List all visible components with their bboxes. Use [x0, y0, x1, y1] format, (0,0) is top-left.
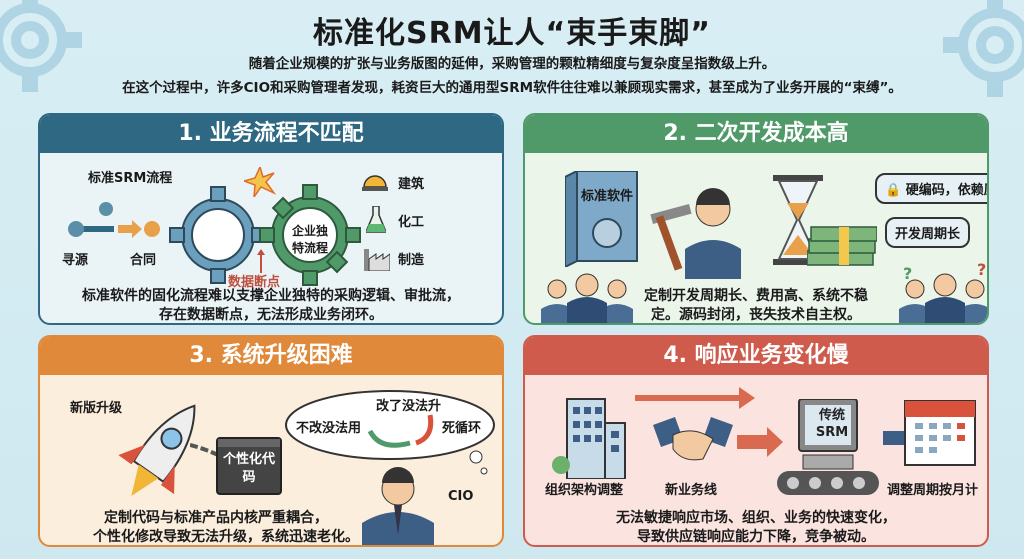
legacy-srm-computer-icon [777, 399, 879, 495]
cio-label: CIO [448, 489, 474, 504]
gear-icon [943, 0, 1024, 97]
long-cycle-bubble: 开发周期长 [885, 217, 971, 248]
breakpoint-label: 数据断点 [228, 275, 281, 290]
panel-title: 4. 响应业务变化慢 [525, 337, 987, 375]
spark-icon [244, 167, 276, 197]
thought-cloud-icon [285, 390, 495, 475]
svg-text:?: ? [903, 264, 912, 283]
arrow-right-icon [635, 387, 755, 409]
standard-flow-label: 标准SRM流程 [88, 171, 173, 186]
office-building-icon [552, 398, 626, 479]
source-label: 寻源 [62, 253, 89, 268]
flow-diagram-icon [68, 202, 160, 238]
chemical-label: 化工 [398, 215, 425, 230]
arrow-up-icon [257, 249, 265, 273]
developer-with-hammer-icon [650, 188, 741, 279]
panel-process-mismatch: 1. 业务流程不匹配 标准SRM流程 寻源 合同 企业独特流程 数据断点 建筑 … [38, 113, 504, 325]
unique-gear-icon [259, 184, 361, 286]
panel-description-1: 定制开发周期长、费用高、系统不稳 [644, 288, 868, 304]
team-right-icon: ?? [899, 263, 987, 323]
org-change-label: 组织架构调整 [545, 483, 624, 498]
panel-upgrade-difficulty: 3. 系统升级困难 新版升级 个性化代码 改了没法升 不改没法用 死循环 CIO… [38, 335, 504, 547]
software-box-icon [565, 171, 638, 267]
cio-person-icon [362, 467, 434, 545]
legacy-srm-label: 传统SRM [815, 408, 849, 440]
lock-icon: 🔒 [885, 183, 902, 198]
panel-description-2: 导致供应链响应能力下降，竞争被动。 [637, 529, 875, 545]
panel-description-1: 无法敏捷响应市场、组织、业务的快速变化， [616, 510, 896, 526]
custom-code-label: 个性化代码 [222, 452, 275, 485]
calendar-icon [904, 400, 976, 466]
cycle-left-label: 不改没法用 [296, 421, 362, 436]
construction-label: 建筑 [398, 177, 425, 192]
page-title: 标准化SRM让人“束手束脚” [313, 16, 711, 51]
panel-description-1: 标准软件的固化流程难以支撑企业独特的采购逻辑、审批流， [82, 288, 460, 304]
adjust-cycle-label: 调整周期按月计 [887, 483, 979, 498]
team-left-icon [541, 273, 633, 323]
helmet-icon [362, 175, 388, 191]
subtitle-line-2: 在这个过程中，许多CIO和采购管理者发现，耗资巨大的通用型SRM软件往往难以兼顾… [122, 80, 902, 96]
bubble-text: 硬编码，依赖原厂 [905, 183, 987, 198]
contract-label: 合同 [130, 253, 157, 268]
standard-gear-icon [169, 186, 267, 284]
panel-title: 3. 系统升级困难 [40, 337, 502, 375]
panel-title: 1. 业务流程不匹配 [40, 115, 502, 153]
software-box-label: 标准软件 [581, 189, 634, 204]
gear-icon [0, 0, 82, 92]
svg-text:?: ? [977, 263, 986, 279]
panel-description-2: 存在数据断点，无法形成业务闭环。 [159, 307, 383, 323]
hardcoded-bubble: 🔒 硬编码，依赖原厂 [875, 173, 987, 204]
custom-code-window: 个性化代码 [216, 437, 282, 495]
unique-flow-label: 企业独特流程 [292, 224, 329, 255]
cycle-top-label: 改了没法升 [376, 399, 442, 414]
manufacturing-label: 制造 [398, 253, 425, 268]
flask-icon [366, 206, 386, 233]
money-stack-icon [807, 226, 877, 266]
panel-description-1: 定制代码与标准产品内核严重耦合， [104, 510, 328, 526]
new-business-line-label: 新业务线 [665, 483, 718, 498]
panel-slow-response: 4. 响应业务变化慢 组织架构调整 新业务线 传统SRM 调整周期按月计 无法敏… [523, 335, 989, 547]
panel-title: 2. 二次开发成本高 [525, 115, 987, 153]
panel-description-2: 个性化修改导致无法升级，系统迅速老化。 [93, 529, 359, 545]
subtitle-line-1: 随着企业规模的扩张与业务版图的延伸，采购管理的颗粒精细度与复杂度呈指数级上升。 [248, 56, 776, 72]
factory-icon [364, 249, 390, 271]
panel-description-2: 定。源码封闭，丧失技术自主权。 [651, 307, 861, 323]
rocket-icon [118, 404, 196, 496]
arrow-right-icon [737, 427, 783, 457]
cycle-right-label: 死循环 [442, 421, 482, 436]
handshake-icon [653, 417, 733, 461]
upgrade-label: 新版升级 [70, 401, 123, 416]
panel-customization-cost: 2. 二次开发成本高 标准软件 🔒 硬编码，依赖原厂 开发周期长 ?? 定制开发… [523, 113, 989, 325]
